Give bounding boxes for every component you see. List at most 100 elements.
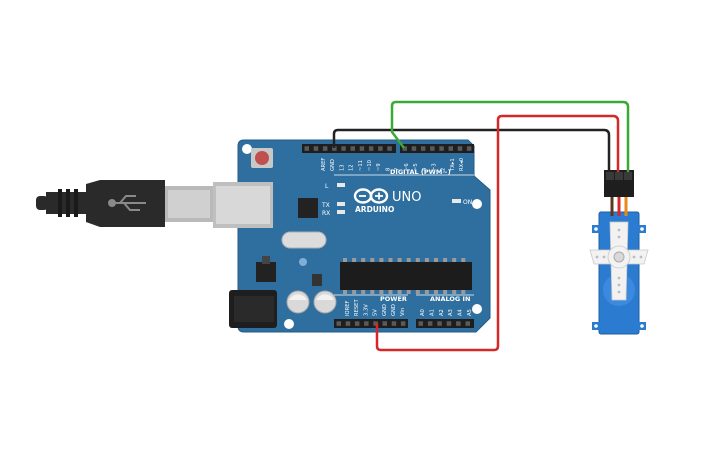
capacitor-top (316, 294, 334, 300)
chip-leg (452, 290, 457, 294)
chip-leg (379, 258, 384, 262)
digital-pin-label: RX◂0 (459, 158, 465, 171)
chip-leg (434, 258, 438, 262)
chip-leg (443, 290, 448, 294)
digital-pin-label: 8 (385, 168, 391, 171)
header-pin[interactable] (446, 321, 452, 326)
analog-header[interactable] (416, 319, 474, 328)
horn-hole (602, 255, 606, 259)
header-pin[interactable] (354, 321, 360, 326)
horn-hole (595, 255, 599, 259)
header-pin[interactable] (378, 146, 383, 151)
micro-servo[interactable] (589, 211, 649, 335)
horn-hole (617, 228, 621, 232)
servo-screw (594, 324, 598, 328)
usb-controller-chip (298, 198, 318, 218)
chip-leg (379, 290, 384, 294)
horn-hole (617, 283, 621, 287)
digital-pin-label: ~10 (367, 160, 373, 171)
digital-pin-label: 7 (395, 168, 401, 171)
header-pin[interactable] (418, 321, 424, 326)
header-pin[interactable] (400, 321, 406, 326)
digital-pin-label: ~6 (404, 163, 410, 171)
chip-leg (361, 258, 366, 262)
horn-hole (617, 276, 621, 280)
header-pin[interactable] (368, 146, 374, 151)
signal-wire[interactable] (390, 100, 630, 172)
header-pin[interactable] (350, 146, 356, 151)
digital-header-left[interactable] (302, 144, 396, 153)
chip-leg (370, 290, 375, 294)
usb-cable[interactable] (36, 180, 213, 227)
header-pin[interactable] (427, 321, 433, 326)
header-pin[interactable] (387, 146, 392, 151)
horn-hole (632, 255, 636, 259)
servo-screw (640, 324, 644, 328)
servo-connector-pin (624, 172, 632, 180)
header-pin[interactable] (439, 146, 444, 151)
header-pin[interactable] (391, 321, 397, 326)
header-pin[interactable] (411, 146, 417, 151)
power-pin-label: IOREF (345, 301, 351, 316)
header-pin[interactable] (466, 146, 472, 151)
header-pin[interactable] (322, 146, 328, 151)
header-pin[interactable] (465, 321, 471, 326)
analog-pin-label: A1 (429, 309, 435, 316)
power-wire[interactable] (375, 114, 620, 352)
header-pin[interactable] (420, 146, 426, 151)
chip-leg (361, 290, 366, 294)
usb-ridge (58, 189, 62, 217)
header-pin[interactable] (341, 146, 346, 151)
header-pin[interactable] (382, 321, 388, 326)
servo-horn-holes (595, 228, 643, 294)
power-pin-label: 3.3V (363, 304, 369, 316)
usb-ridge (74, 189, 78, 217)
led-on-label: ON (463, 199, 472, 206)
usb-plug-metal-inner (168, 190, 210, 218)
header-pin[interactable] (313, 146, 319, 151)
regulator-tab (262, 256, 270, 264)
header-pin[interactable] (457, 146, 463, 151)
header-pin[interactable] (345, 321, 351, 326)
chip-leg (434, 290, 438, 294)
digital-header-right[interactable] (400, 144, 474, 153)
chip-leg (415, 290, 420, 294)
digital-pin-label: ~9 (376, 163, 382, 171)
led-tx (337, 202, 345, 206)
mounting-hole (284, 319, 294, 329)
capacitor (313, 290, 337, 314)
power-header-label: POWER (380, 295, 407, 303)
digital-pin-label: TX▸1 (450, 158, 456, 172)
chip-leg (406, 290, 411, 294)
chip-leg (343, 258, 347, 262)
header-pin[interactable] (373, 321, 378, 326)
chip-leg (352, 258, 357, 262)
model-label: UNO (392, 190, 421, 205)
chip-leg (370, 258, 375, 262)
dc-power-jack-inner (234, 296, 274, 322)
header-pin[interactable] (430, 146, 435, 151)
servo-leads (610, 196, 628, 216)
reset-button[interactable] (255, 151, 269, 165)
capacitor (286, 290, 310, 314)
digital-pin-label: 2 (441, 168, 447, 171)
header-pin[interactable] (448, 146, 454, 151)
header-pin[interactable] (402, 146, 408, 151)
header-pin[interactable] (364, 321, 369, 326)
digital-pin-label: ~11 (358, 160, 364, 171)
analog-pin-label: A2 (439, 309, 445, 316)
digital-pin-label: 4 (422, 167, 428, 171)
brand-label: ARDUINO (355, 205, 394, 214)
ground-wire[interactable] (332, 128, 611, 172)
header-pin[interactable] (304, 146, 310, 151)
power-header[interactable] (334, 319, 408, 328)
header-pin[interactable] (456, 321, 461, 326)
chip-leg (424, 258, 429, 262)
header-pin[interactable] (332, 146, 337, 151)
header-pin[interactable] (437, 321, 442, 326)
header-pin[interactable] (336, 321, 342, 326)
header-pin[interactable] (359, 146, 365, 151)
mounting-hole (472, 304, 482, 314)
